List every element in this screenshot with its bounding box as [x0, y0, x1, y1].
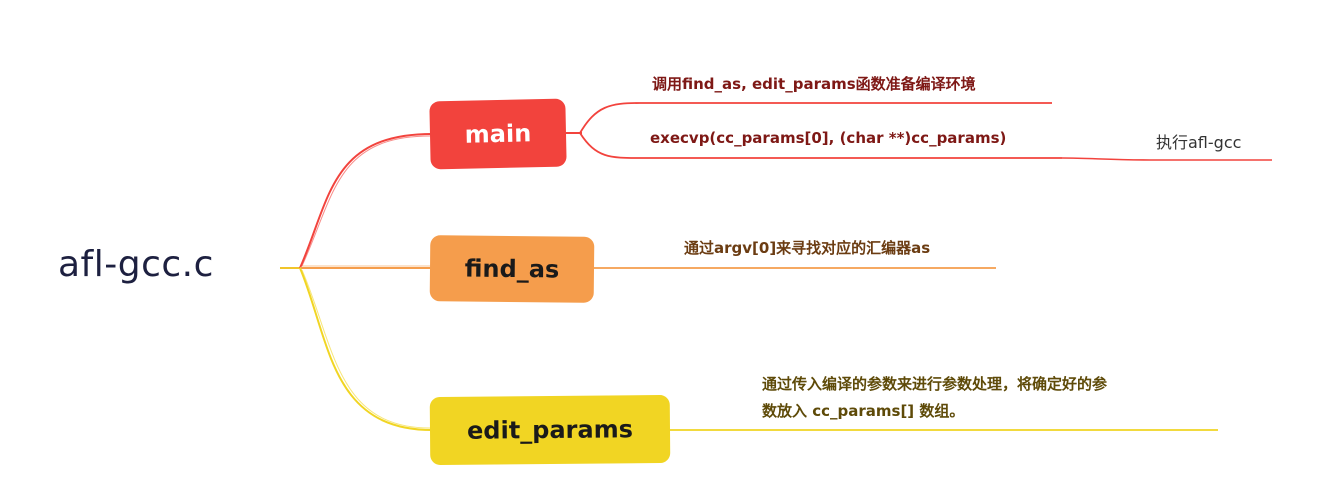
leaf-main-exec[interactable]: execvp(cc_params[0], (char **)cc_params) — [650, 129, 1007, 147]
branch-to-edit-params — [299, 267, 433, 431]
leaf-find-as-desc[interactable]: 通过argv[0]来寻找对应的汇编器as — [684, 239, 931, 257]
main-to-setup-line — [579, 102, 1052, 134]
node-edit-params[interactable]: edit_params — [429, 394, 671, 466]
root-title: afl-gcc.c — [58, 244, 214, 285]
node-main[interactable]: main — [429, 98, 567, 170]
leaf-edit-params-desc[interactable]: 通过传入编译的参数来进行参数处理，将确定好的参 数放入 cc_params[] … — [762, 371, 1222, 425]
node-find-as-label: find_as — [464, 254, 560, 284]
node-edit-params-label: edit_params — [466, 415, 634, 445]
node-main-label: main — [464, 119, 532, 149]
leaf-edit-params-desc-line1: 通过传入编译的参数来进行参数处理，将确定好的参 — [762, 375, 1108, 393]
leaf-main-exec-note[interactable]: 执行afl-gcc — [1156, 133, 1242, 152]
exec-to-note-line — [1061, 157, 1272, 161]
main-to-exec-line — [579, 132, 1062, 159]
leaf-main-setup[interactable]: 调用find_as, edit_params函数准备编译环境 — [652, 75, 976, 93]
node-find-as[interactable]: find_as — [429, 235, 595, 303]
branch-to-main — [299, 133, 433, 269]
branch-to-main-sketch — [301, 135, 431, 267]
leaf-edit-params-desc-line2: 数放入 cc_params[] 数组。 — [762, 402, 965, 420]
branch-to-edit-params-sketch — [301, 269, 431, 429]
